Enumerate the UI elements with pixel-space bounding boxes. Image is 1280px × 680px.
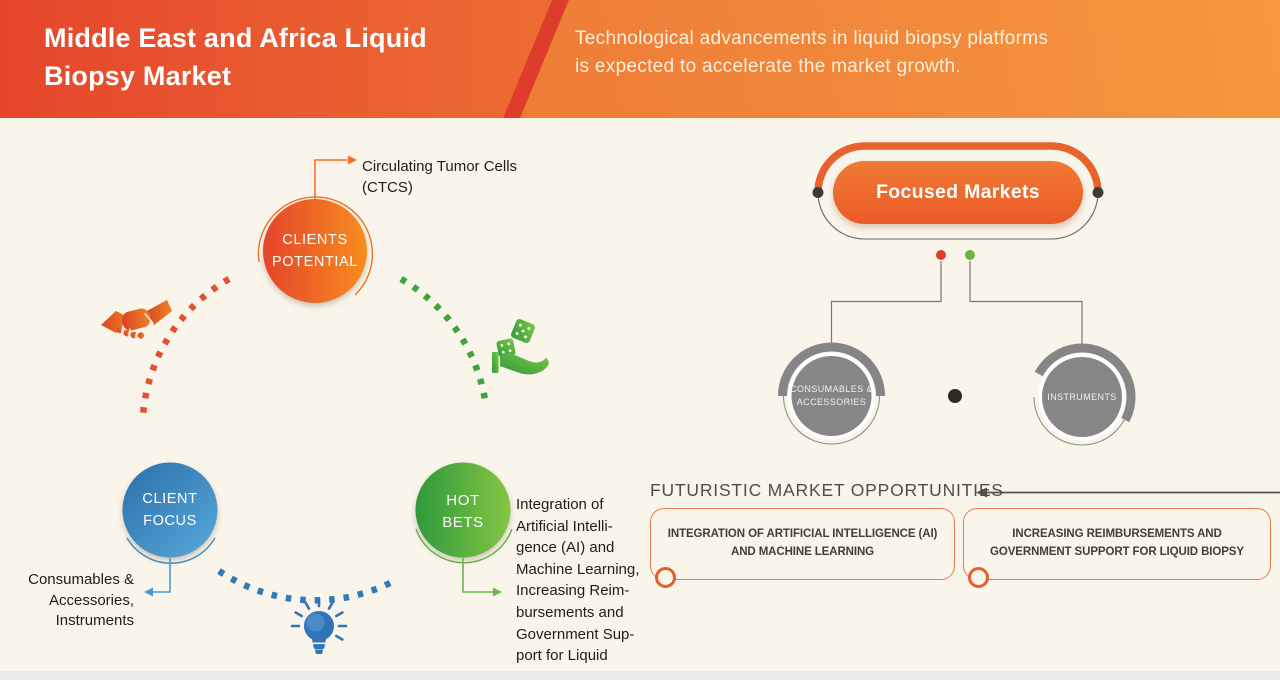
instruments-node bbox=[1033, 343, 1136, 446]
red-branch-dot bbox=[936, 250, 946, 260]
page-subtitle: Technological advancements in liquid bio… bbox=[575, 28, 1049, 77]
client-focus-label: CLIENT FOCUS bbox=[142, 491, 198, 529]
lightbulb-icon bbox=[290, 597, 348, 654]
right-anchor-dot bbox=[1092, 187, 1104, 198]
client-focus-note: Consumables & Accessories, Instruments bbox=[28, 571, 134, 630]
opportunities-arrow bbox=[976, 487, 1280, 498]
center-dot bbox=[948, 389, 962, 403]
bottom-strip bbox=[0, 671, 1280, 680]
focused-markets-pill: Focused Markets bbox=[833, 161, 1083, 224]
clients-potential-note: Circulating Tumor Cells (CTCS) bbox=[362, 158, 518, 197]
instruments-node-label: INSTRUMENTS bbox=[1047, 392, 1117, 402]
consumables-node bbox=[778, 342, 885, 445]
dice-hand-icon bbox=[492, 319, 549, 375]
opportunity-box-ai-label: INTEGRATION OF ARTIFICIAL INTELLIGENCE (… bbox=[667, 528, 938, 558]
dotted-arc-orange bbox=[139, 276, 231, 417]
opportunity-box-reimbursements: INCREASING REIMBURSEMENTS AND GOVERNMENT… bbox=[963, 508, 1271, 580]
consumables-node-label: CONSUMABLES & ACCESSORIES bbox=[790, 384, 873, 407]
hot-bets-note: Integration of Artificial Intelli- gence… bbox=[516, 496, 640, 680]
clients-potential-arrow bbox=[314, 155, 357, 199]
header-left-panel bbox=[0, 0, 552, 118]
clients-potential-label: CLIENTS POTENTIAL bbox=[272, 232, 358, 270]
branch-line-left bbox=[830, 261, 942, 343]
opportunity-ring-icon-1 bbox=[655, 567, 676, 588]
header-banner bbox=[0, 0, 1280, 118]
hot-bets-label: HOT BETS bbox=[442, 492, 484, 531]
branch-line-right bbox=[969, 261, 1083, 347]
hot-bets-ring bbox=[415, 528, 513, 564]
opportunity-box-reimbursements-label: INCREASING REIMBURSEMENTS AND GOVERNMENT… bbox=[990, 528, 1244, 558]
focused-markets-top-arc bbox=[814, 142, 1102, 193]
clients-potential-circle bbox=[263, 199, 367, 303]
client-focus-ring bbox=[126, 537, 216, 564]
dotted-arc-blue bbox=[217, 568, 398, 604]
left-anchor-dot bbox=[812, 187, 824, 198]
dotted-arc-green bbox=[399, 276, 490, 408]
page-title: Middle East and Africa Liquid Biopsy Mar… bbox=[44, 23, 427, 91]
client-focus-arrow bbox=[144, 558, 171, 597]
client-focus-circle bbox=[122, 462, 218, 558]
opportunities-heading: FUTURISTIC MARKET OPPORTUNITIES bbox=[650, 480, 1004, 500]
green-branch-dot bbox=[965, 250, 975, 260]
focused-markets-title: Focused Markets bbox=[876, 181, 1040, 203]
opportunity-ring-icon-2 bbox=[968, 567, 989, 588]
hot-bets-circle bbox=[415, 462, 511, 558]
hot-bets-arrow bbox=[462, 558, 502, 597]
clients-potential-ring bbox=[257, 196, 374, 296]
handshake-icon bbox=[101, 300, 172, 339]
opportunity-box-ai: INTEGRATION OF ARTIFICIAL INTELLIGENCE (… bbox=[650, 508, 955, 580]
